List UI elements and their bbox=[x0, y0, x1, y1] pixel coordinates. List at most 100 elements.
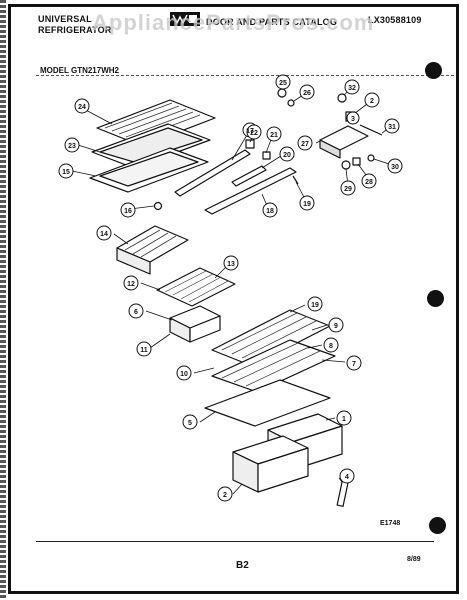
callout-text-21: 21 bbox=[270, 132, 278, 139]
callout-32 bbox=[344, 79, 360, 95]
model-label: MODEL GTN217WH2 bbox=[40, 66, 119, 75]
callout-text-12: 12 bbox=[127, 281, 135, 288]
callout-30 bbox=[387, 158, 403, 174]
binder-hole-bottom bbox=[429, 517, 446, 534]
callout-text-6: 6 bbox=[134, 309, 138, 316]
callout-text-24: 24 bbox=[78, 104, 86, 111]
callout-text-15: 15 bbox=[62, 169, 70, 176]
callout-text-2: 2 bbox=[370, 98, 374, 105]
callout-text-26: 26 bbox=[303, 90, 311, 97]
callout-text-5: 5 bbox=[188, 420, 192, 427]
callout-numbers: 24 23 15 16 17 22 21 20 18 19 25 26 32 2… bbox=[62, 80, 399, 499]
callout-text-11: 11 bbox=[140, 347, 148, 354]
callout-16 bbox=[120, 202, 136, 218]
part-21-clip bbox=[262, 151, 271, 160]
figure-code: E1748 bbox=[380, 520, 401, 527]
callout-text-16: 16 bbox=[124, 208, 132, 215]
callout-text-20: 20 bbox=[283, 152, 291, 159]
callout-text-27: 27 bbox=[301, 141, 309, 148]
callout-21 bbox=[266, 126, 282, 142]
brand-line-1: UNIVERSAL bbox=[38, 14, 92, 24]
callout-text-8: 8 bbox=[329, 343, 333, 350]
callout-3 bbox=[346, 111, 360, 125]
part-2-crisper-drawer bbox=[232, 435, 309, 493]
callout-31 bbox=[384, 118, 400, 134]
callout-2b bbox=[217, 486, 233, 502]
part-7-shelf bbox=[211, 339, 336, 393]
callout-text-19: 19 bbox=[303, 201, 311, 208]
callout-text-14: 14 bbox=[100, 231, 108, 238]
watermark: AppliancePartsPros.com bbox=[92, 10, 375, 35]
part-28-bulb-clip bbox=[352, 157, 361, 166]
callout-4 bbox=[339, 468, 355, 484]
part-11-small-pan bbox=[169, 305, 221, 343]
callout-24 bbox=[74, 98, 90, 114]
part-13-crisper-cover bbox=[156, 267, 236, 307]
binder-hole-top bbox=[425, 62, 442, 79]
callout-text-25: 25 bbox=[279, 80, 287, 87]
callout-text-29: 29 bbox=[344, 186, 352, 193]
manufacturer-logo bbox=[170, 12, 200, 26]
callout-26 bbox=[299, 84, 315, 100]
callout-28 bbox=[361, 173, 377, 189]
callout-text-19b: 19 bbox=[311, 302, 319, 309]
callout-text-18: 18 bbox=[266, 208, 274, 215]
callout-text-30: 30 bbox=[391, 164, 399, 171]
callout-text-32: 32 bbox=[348, 85, 356, 92]
callout-5 bbox=[182, 414, 198, 430]
callout-text-22: 22 bbox=[250, 130, 258, 137]
callout-14 bbox=[96, 225, 112, 241]
callout-9 bbox=[328, 317, 344, 333]
callout-text-10: 10 bbox=[180, 371, 188, 378]
callout-18 bbox=[262, 202, 278, 218]
callout-1 bbox=[336, 410, 352, 426]
part-31-wire bbox=[359, 124, 383, 136]
callout-20 bbox=[279, 146, 295, 162]
part-14-egg-rack bbox=[116, 225, 189, 275]
callout-text-31: 31 bbox=[388, 124, 396, 131]
callout-19 bbox=[299, 195, 315, 211]
callout-text-4: 4 bbox=[345, 474, 349, 481]
callout-text-2b: 2 bbox=[223, 492, 227, 499]
callout-12 bbox=[123, 275, 139, 291]
callout-text-13: 13 bbox=[227, 261, 235, 268]
binder-hole-middle bbox=[427, 290, 444, 307]
part-30-screw bbox=[367, 154, 375, 162]
part-29-light-socket bbox=[341, 160, 351, 170]
page-border bbox=[8, 4, 459, 594]
part-23-shelf-frame bbox=[91, 123, 211, 169]
callout-13 bbox=[223, 255, 239, 271]
callout-25 bbox=[275, 74, 291, 90]
callout-15 bbox=[58, 163, 74, 179]
callout-text-28: 28 bbox=[365, 179, 373, 186]
callout-11 bbox=[136, 341, 152, 357]
callout-6 bbox=[128, 303, 144, 319]
part-20-bracket bbox=[231, 165, 267, 187]
callout-text-17: 17 bbox=[246, 128, 254, 135]
callout-text-1: 1 bbox=[342, 416, 346, 423]
part-26-screw bbox=[287, 99, 295, 107]
callout-22 bbox=[246, 124, 262, 140]
footer-divider bbox=[36, 541, 434, 542]
part-18-rail bbox=[204, 167, 297, 215]
callout-23 bbox=[64, 137, 80, 153]
model-divider bbox=[36, 75, 454, 76]
revision-date: 8/89 bbox=[407, 556, 421, 563]
scan-edge-strip bbox=[0, 0, 6, 600]
part-19-pin bbox=[292, 175, 299, 185]
catalog-code: LX30588109 bbox=[368, 15, 422, 25]
part-22-screw bbox=[245, 139, 255, 149]
page-number: B2 bbox=[236, 560, 249, 571]
callout-2 bbox=[364, 92, 380, 108]
part-25-knob bbox=[277, 88, 287, 98]
callout-text-9: 9 bbox=[334, 323, 338, 330]
part-17-rail bbox=[174, 149, 251, 197]
callout-text-23: 23 bbox=[68, 143, 76, 150]
callout-19b bbox=[307, 296, 323, 312]
part-27-control-housing bbox=[319, 125, 369, 159]
callout-10 bbox=[176, 365, 192, 381]
catalog-title: DOOR AND PARTS CATALOG bbox=[206, 17, 338, 27]
part-32-knob bbox=[337, 93, 347, 103]
